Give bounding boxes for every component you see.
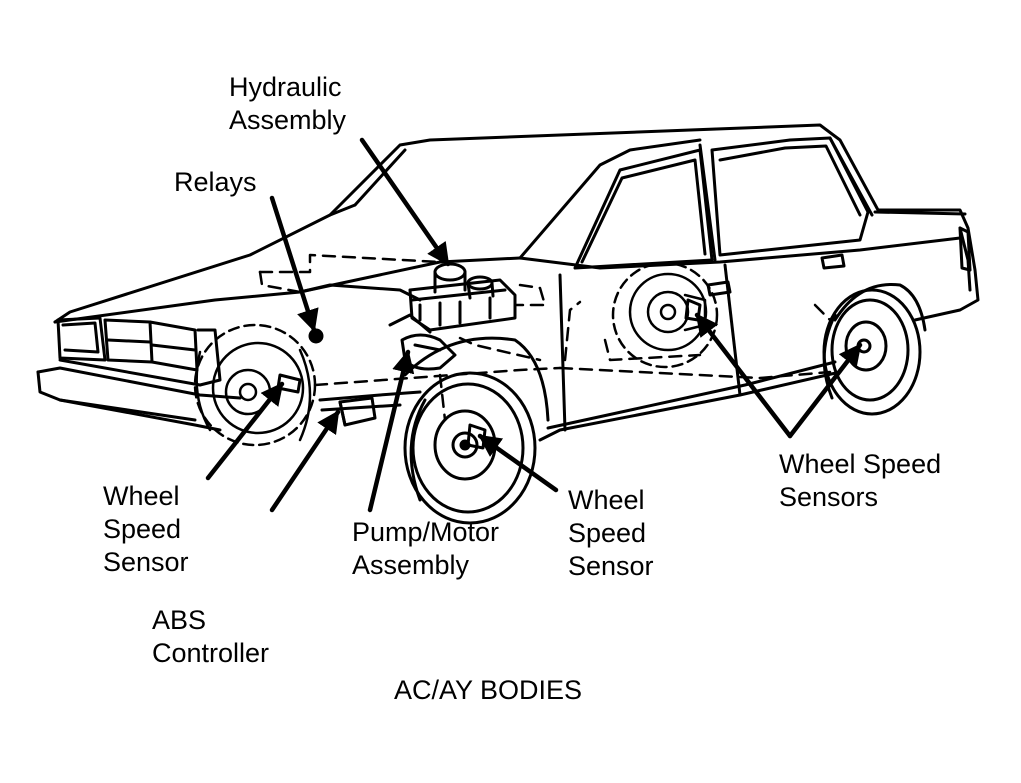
leader-wheel-speed-sensor-left	[205, 381, 285, 481]
label-pump-motor-assembly-line2: Assembly	[352, 550, 470, 580]
leader-wheel-speed-sensors-rear-1	[694, 312, 793, 439]
label-wheel-speed-sensor-left-line2: Speed	[103, 514, 182, 544]
car-body-outline	[36, 123, 980, 442]
leader-lines	[205, 137, 863, 513]
label-wheel-speed-sensor-left-line1: Wheel	[103, 481, 180, 511]
label-wheel-speed-sensors-rear-line1: Wheel Speed	[779, 449, 942, 479]
label-pump-motor-assembly: Pump/Motor Assembly	[352, 516, 499, 582]
leader-wheel-speed-sensors-rear-2	[787, 342, 863, 439]
relay-unit	[308, 328, 324, 344]
label-wheel-speed-sensors-rear-line2: Sensors	[779, 482, 879, 512]
label-abs-controller: ABS Controller	[152, 604, 269, 670]
label-relays-line1: Relays	[174, 167, 257, 197]
label-wheel-speed-sensors-rear: Wheel Speed Sensors	[779, 448, 941, 514]
rear-left-wheel	[611, 261, 719, 369]
label-relays: Relays	[174, 166, 257, 199]
label-hydraulic-assembly: Hydraulic Assembly	[229, 71, 346, 137]
label-abs-controller-line2: Controller	[152, 638, 270, 668]
label-pump-motor-assembly-line1: Pump/Motor	[352, 517, 500, 547]
front-left-wheel	[193, 323, 317, 447]
leader-abs-controller	[269, 409, 341, 513]
label-hydraulic-assembly-line2: Assembly	[229, 105, 347, 135]
label-wheel-speed-sensor-right-line1: Wheel	[568, 485, 645, 515]
label-abs-controller-line1: ABS	[152, 605, 207, 635]
car-windows	[573, 136, 870, 270]
diagram-caption: AC/AY BODIES	[394, 675, 583, 705]
label-wheel-speed-sensor-left-line3: Sensor	[103, 547, 189, 577]
label-wheel-speed-sensor-right-line3: Sensor	[568, 551, 654, 581]
label-wheel-speed-sensor-right-line2: Speed	[568, 518, 647, 548]
car-front-lamps	[56, 316, 222, 387]
leader-relays	[269, 195, 319, 333]
rear-right-wheel	[822, 288, 922, 416]
label-wheel-speed-sensor-right: Wheel Speed Sensor	[568, 484, 654, 583]
label-wheel-speed-sensor-left: Wheel Speed Sensor	[103, 480, 189, 579]
hidden-chassis-lines	[258, 253, 832, 422]
front-right-wheel	[403, 371, 537, 525]
label-hydraulic-assembly-line1: Hydraulic	[229, 72, 342, 102]
leader-pump-motor	[367, 349, 415, 513]
abs-controller-module	[338, 396, 377, 427]
leader-wheel-speed-sensor-right	[477, 433, 559, 493]
hydraulic-assembly-unit	[408, 262, 517, 332]
leader-hydraulic-assembly	[359, 137, 451, 267]
